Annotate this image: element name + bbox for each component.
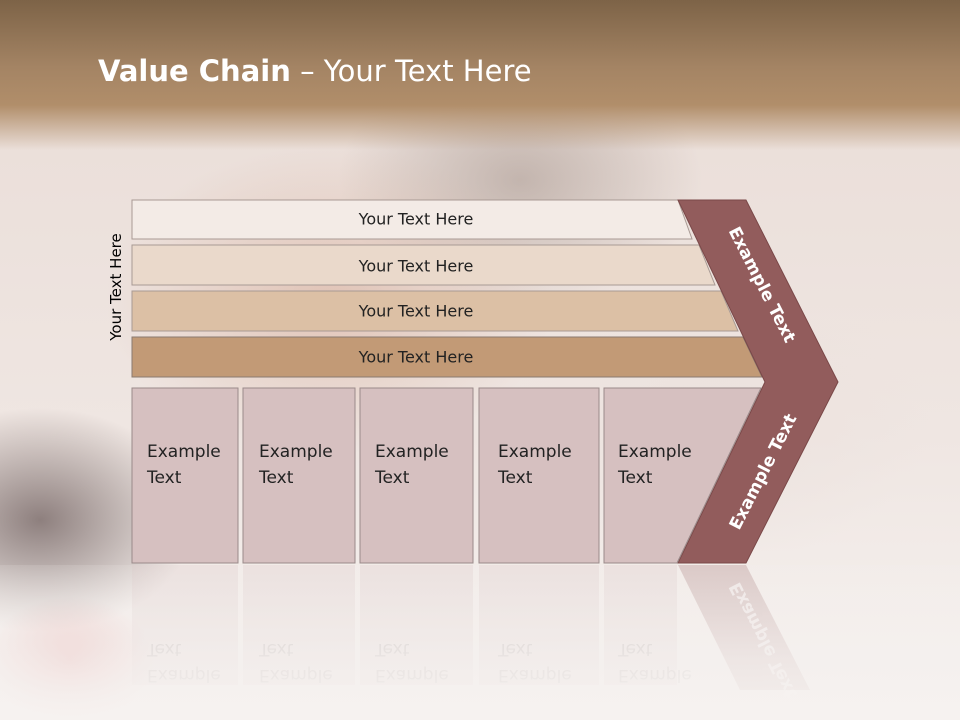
box-text-5-line1: Example bbox=[618, 442, 692, 462]
box-text-5-reflection: Example Text bbox=[618, 636, 692, 688]
box-text-4-line1: Example bbox=[498, 442, 572, 462]
chevron-arrow bbox=[677, 199, 839, 564]
box-text-2-reflection-line1: Example bbox=[259, 665, 333, 685]
box-4 bbox=[478, 387, 600, 564]
box-text-1-line2: Text bbox=[147, 468, 182, 488]
box-text-3-line2: Text bbox=[375, 468, 410, 488]
box-text-3-reflection-line2: Text bbox=[375, 639, 410, 659]
box-text-4-line2: Text bbox=[498, 468, 533, 488]
box-text-3-reflection: Example Text bbox=[375, 636, 449, 688]
bar-1 bbox=[131, 199, 693, 240]
box-text-2-line2: Text bbox=[259, 468, 294, 488]
box-1 bbox=[131, 387, 239, 564]
bar-label-2: Your Text Here bbox=[358, 256, 474, 276]
box-5 bbox=[603, 387, 762, 564]
box-text-2-reflection-line2: Text bbox=[259, 639, 294, 659]
reflection-group bbox=[132, 565, 810, 690]
box-text-5-reflection-line2: Text bbox=[618, 639, 653, 659]
slide-title: Value Chain – Your Text Here bbox=[98, 54, 532, 88]
title-rest: – Your Text Here bbox=[290, 54, 532, 88]
box-text-1-line1: Example bbox=[147, 442, 221, 462]
box-text-1-reflection-line1: Example bbox=[147, 665, 221, 685]
box-text-2-line1: Example bbox=[259, 442, 333, 462]
box-text-3-reflection-line1: Example bbox=[375, 665, 449, 685]
box-3 bbox=[359, 387, 474, 564]
bar-2 bbox=[131, 244, 716, 286]
side-label: Your Text Here bbox=[107, 233, 125, 341]
box-text-2-reflection: Example Text bbox=[259, 636, 333, 688]
box-text-3-line1: Example bbox=[375, 442, 449, 462]
box-2 bbox=[242, 387, 356, 564]
box-text-4-reflection-line1: Example bbox=[498, 665, 572, 685]
box-text-1-reflection: Example Text bbox=[147, 636, 221, 688]
bar-label-3: Your Text Here bbox=[358, 301, 474, 321]
box-text-5-reflection-line1: Example bbox=[618, 665, 692, 685]
bar-label-1: Your Text Here bbox=[358, 209, 474, 229]
box-text-4-reflection-line2: Text bbox=[498, 639, 533, 659]
bar-label-4: Your Text Here bbox=[358, 347, 474, 367]
box-text-1-reflection-line2: Text bbox=[147, 639, 182, 659]
box-text-4-reflection: Example Text bbox=[498, 636, 572, 688]
title-bold: Value Chain bbox=[98, 54, 291, 88]
bar-3 bbox=[131, 290, 739, 332]
header-band bbox=[0, 0, 960, 150]
box-text-5-line2: Text bbox=[618, 468, 653, 488]
bar-4 bbox=[131, 336, 763, 378]
